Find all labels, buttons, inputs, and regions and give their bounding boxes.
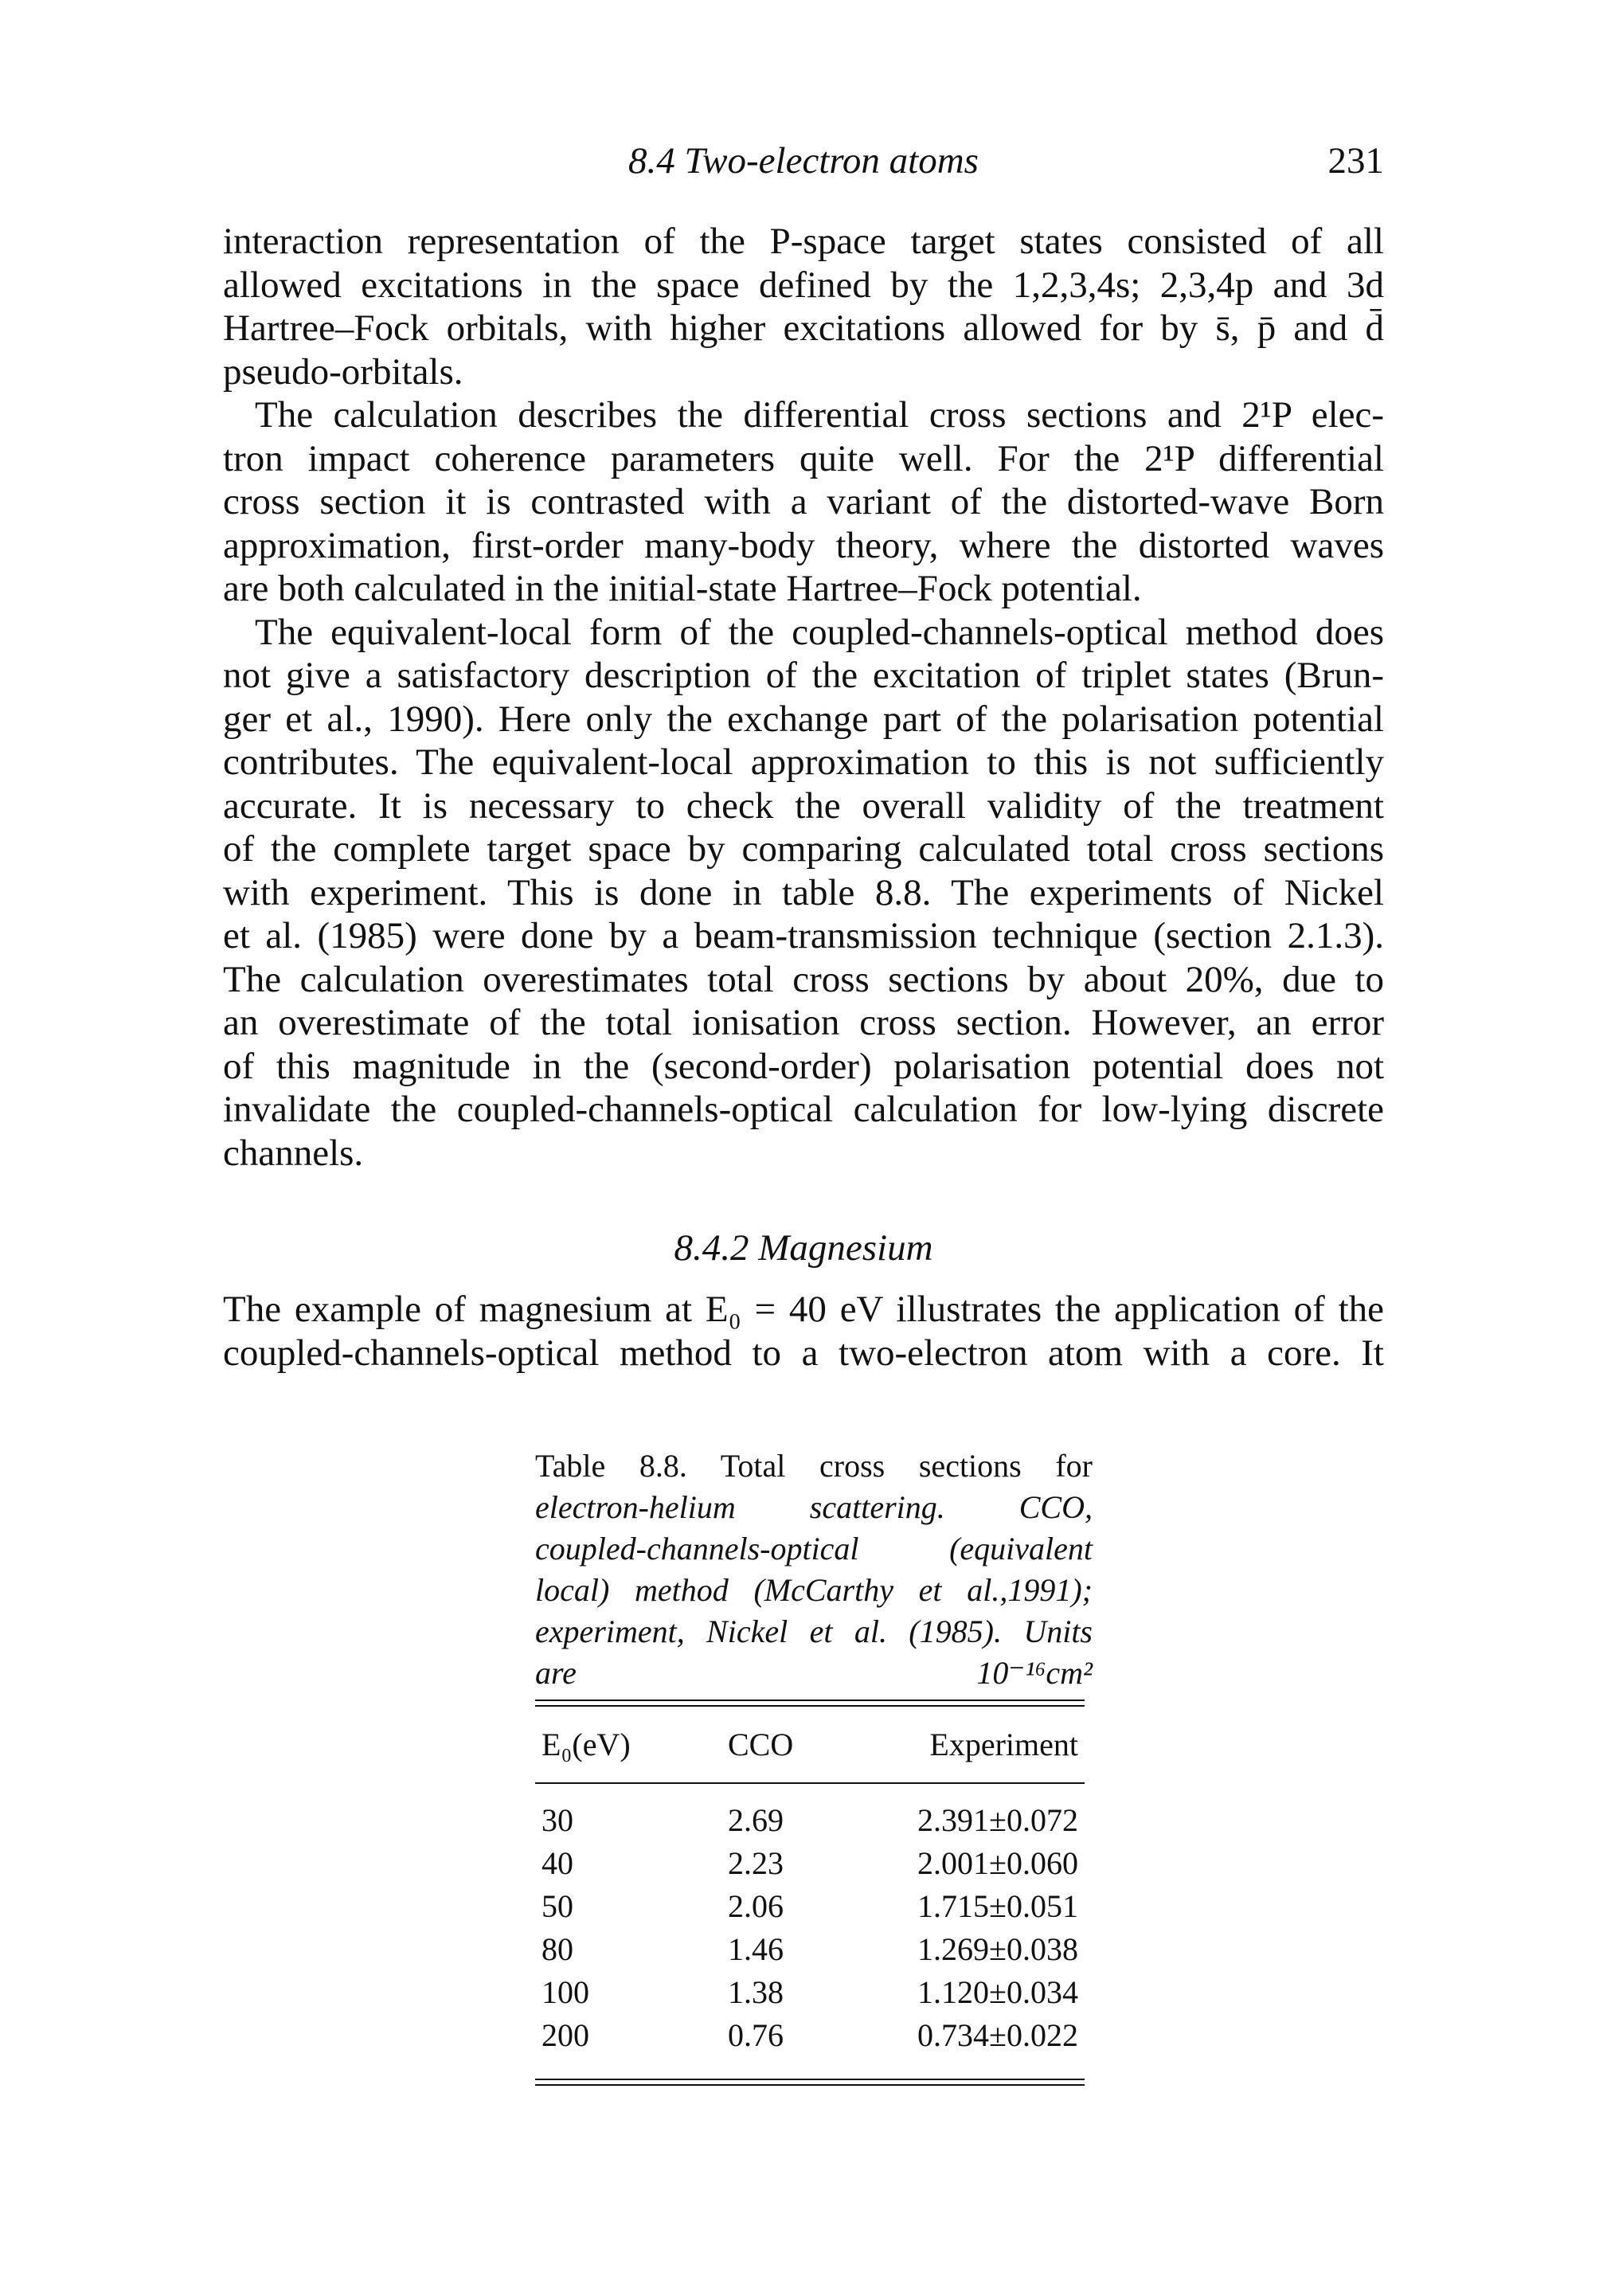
- caption-line: coupled-channels-optical (equivalent: [535, 1531, 1093, 1567]
- table-bottom-rule: [535, 2079, 1085, 2080]
- text-line: channels.: [223, 1132, 364, 1174]
- table-cell: 1.715±0.051: [917, 1888, 1078, 1924]
- text-line: allowed excitations in the space defined…: [223, 264, 1384, 306]
- text-line: not give a satisfactory description of t…: [223, 655, 1384, 696]
- table-cell: 1.120±0.034: [917, 1974, 1078, 2010]
- paragraph-3: The equivalent-local form of the coupled…: [223, 611, 1384, 1175]
- text-line: The calculation describes the differenti…: [255, 394, 1384, 436]
- text-line: coupled-channels-optical method to a two…: [223, 1332, 1384, 1374]
- text-line: invalidate the coupled-channels-optical …: [223, 1089, 1384, 1130]
- table-cell: 2.391±0.072: [917, 1802, 1078, 1838]
- table-cell: 2.001±0.060: [917, 1845, 1078, 1881]
- text-line: with experiment. This is done in table 8…: [223, 871, 1384, 913]
- caption-line: local) method (McCarthy et al.,1991);: [535, 1572, 1093, 1608]
- table-row: 100 1.38 1.120±0.034: [535, 1971, 1085, 2014]
- running-head: 8.4 Two-electron atoms 231: [223, 137, 1384, 185]
- text-line: contributes. The equivalent-local approx…: [223, 741, 1384, 783]
- caption-line: electron-helium scattering. CCO,: [535, 1489, 1093, 1525]
- text-line: of the complete target space by comparin…: [223, 828, 1384, 870]
- table-bottom-rule: [535, 2084, 1085, 2086]
- table-cell: 2.69: [728, 1802, 784, 1838]
- table-cell: 200: [541, 2017, 589, 2053]
- text-line: cross section it is contrasted with a va…: [223, 481, 1384, 522]
- text-line: interaction representation of the P-spac…: [223, 221, 1384, 262]
- table-cell: 0.76: [728, 2017, 784, 2053]
- table-row: 40 2.23 2.001±0.060: [535, 1842, 1085, 1885]
- table-cell: 100: [541, 1974, 589, 2010]
- text-line: The example of magnesium at E₀ = 40 eV i…: [223, 1289, 1384, 1330]
- table-row: 30 2.69 2.391±0.072: [535, 1799, 1085, 1842]
- paragraph-1: interaction representation of the P-spac…: [223, 220, 1384, 393]
- text-line: ger et al., 1990). Here only the exchang…: [223, 698, 1384, 740]
- text-line: tron impact coherence parameters quite w…: [223, 437, 1384, 479]
- table-cell: 2.23: [728, 1845, 784, 1881]
- table-row: 80 1.46 1.269±0.038: [535, 1928, 1085, 1971]
- table-row: 200 0.76 0.734±0.022: [535, 2014, 1085, 2057]
- caption-line: are 10⁻¹⁶cm²: [535, 1655, 1093, 1691]
- table-row: 50 2.06 1.715±0.051: [535, 1885, 1085, 1928]
- section-heading: 8.4.2 Magnesium: [674, 1227, 933, 1269]
- table-cell: 0.734±0.022: [917, 2017, 1078, 2053]
- table-top-rule: [535, 1705, 1085, 1707]
- text-line: The equivalent-local form of the coupled…: [255, 611, 1384, 653]
- table-cell: 1.38: [728, 1974, 784, 2010]
- column-header: CCO: [728, 1727, 794, 1762]
- paragraph-2: The calculation describes the differenti…: [223, 393, 1384, 611]
- section-text: The example of magnesium at E₀ = 40 eV i…: [223, 1288, 1384, 1375]
- body-text: interaction representation of the P-spac…: [223, 220, 1384, 1175]
- table-cell: 1.269±0.038: [917, 1931, 1078, 1967]
- table-cell: 40: [541, 1845, 573, 1881]
- caption-line: Table 8.8. Total cross sections for: [535, 1448, 1093, 1484]
- text-line: an overestimate of the total ionisation …: [223, 1002, 1384, 1043]
- table-cell: 30: [541, 1802, 573, 1838]
- table-cell: 50: [541, 1888, 573, 1924]
- table-top-rule: [535, 1700, 1085, 1701]
- table-header-row: E₀(eV) CCO Experiment: [535, 1723, 1085, 1766]
- text-line: et al. (1985) were done by a beam-transm…: [223, 915, 1384, 956]
- paragraph-magnesium: The example of magnesium at E₀ = 40 eV i…: [223, 1288, 1384, 1375]
- text-line: approximation, first-order many-body the…: [223, 524, 1384, 566]
- text-line: accurate. It is necessary to check the o…: [223, 784, 1384, 827]
- caption-line: experiment, Nickel et al. (1985). Units: [535, 1613, 1093, 1649]
- page-number: 231: [1327, 140, 1385, 182]
- table-cell: 1.46: [728, 1931, 784, 1967]
- text-line: are both calculated in the initial-state…: [223, 568, 1142, 609]
- text-line: pseudo-orbitals.: [223, 350, 463, 393]
- text-line: Hartree–Fock orbitals, with higher excit…: [223, 307, 1384, 349]
- text-line: of this magnitude in the (second-order) …: [223, 1045, 1384, 1087]
- table-header-rule: [535, 1782, 1085, 1784]
- column-header: Experiment: [929, 1727, 1078, 1762]
- text-line: The calculation overestimates total cros…: [223, 958, 1384, 1000]
- table-cell: 2.06: [728, 1888, 784, 1924]
- running-head-title: 8.4 Two-electron atoms: [628, 140, 979, 182]
- column-header: E₀(eV): [541, 1727, 631, 1762]
- table-caption: Table 8.8. Total cross sections for elec…: [535, 1445, 1093, 1694]
- table-cell: 80: [541, 1931, 573, 1967]
